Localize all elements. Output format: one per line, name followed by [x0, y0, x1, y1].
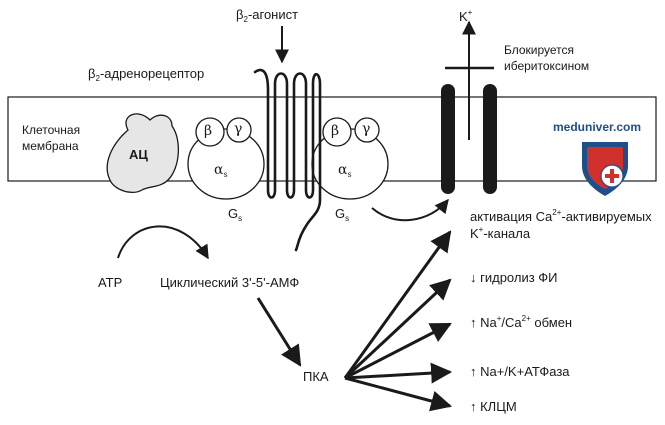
adenylyl-cyclase: [106, 113, 179, 194]
beta2-receptor-serpentine: [253, 68, 322, 252]
gamma-label-right: γ: [362, 121, 371, 137]
effect-na-ca-exchange: ↑ Na+/Ca2+ обмен: [470, 314, 573, 330]
k-ion-label: K+: [459, 8, 473, 24]
ac-label: АЦ: [129, 147, 148, 162]
effect-k-channel-line1: активация Ca2+-активируемых: [470, 208, 652, 224]
pka-arrow-5: [344, 376, 453, 412]
effect-pi-hydrolysis: ↓ гидролиз ФИ: [470, 270, 558, 285]
watermark-text: meduniver.com: [553, 120, 642, 134]
alpha-subunit-left: [187, 128, 265, 200]
gamma-subunit-right: [354, 117, 380, 143]
gamma-subunit-left: [226, 117, 252, 143]
alpha-label-left: αs: [214, 162, 228, 179]
receptor-label: β2-адренорецептор: [88, 66, 205, 83]
camp-to-pka-arrow: [256, 297, 302, 367]
atp-to-camp-arrow: [117, 225, 209, 260]
atp-label: АТР: [98, 275, 123, 290]
membrane-label-1: Клеточная: [22, 123, 81, 137]
pka-arrow-3: [344, 322, 452, 380]
agonist-label: β2-агонист: [236, 7, 299, 24]
pka-label: ПКА: [303, 369, 329, 384]
effect-k-channel-line2: K+-канала: [470, 225, 531, 241]
gs-label-left: Gs: [228, 206, 243, 223]
blocked-label-2: иберитоксином: [504, 59, 590, 73]
membrane-label-2: мембрана: [22, 139, 79, 153]
gamma-label-left: γ: [234, 121, 243, 137]
camp-label: Циклический 3'-5'-АМФ: [160, 275, 300, 290]
shield-logo-icon: [582, 142, 628, 196]
beta-label-left: β: [204, 123, 213, 139]
gs-to-channel-arrow: [371, 198, 449, 222]
effect-mlck: ↑ КЛЦМ: [470, 399, 517, 414]
k-channel-right: [483, 84, 497, 194]
beta-subunit-left: [195, 117, 225, 147]
pka-arrow-1: [343, 230, 452, 379]
alpha-label-right: αs: [338, 162, 352, 179]
effect-na-k-atpase: ↑ Na+/K+АТФаза: [470, 364, 570, 379]
beta-subunit-right: [322, 117, 352, 147]
blocked-label-1: Блокируется: [504, 43, 575, 57]
pka-arrow-4: [344, 362, 453, 384]
gs-label-right: Gs: [335, 206, 350, 223]
beta-label-right: β: [331, 123, 340, 139]
k-channel-left: [441, 84, 455, 194]
pka-arrow-2: [343, 278, 452, 380]
